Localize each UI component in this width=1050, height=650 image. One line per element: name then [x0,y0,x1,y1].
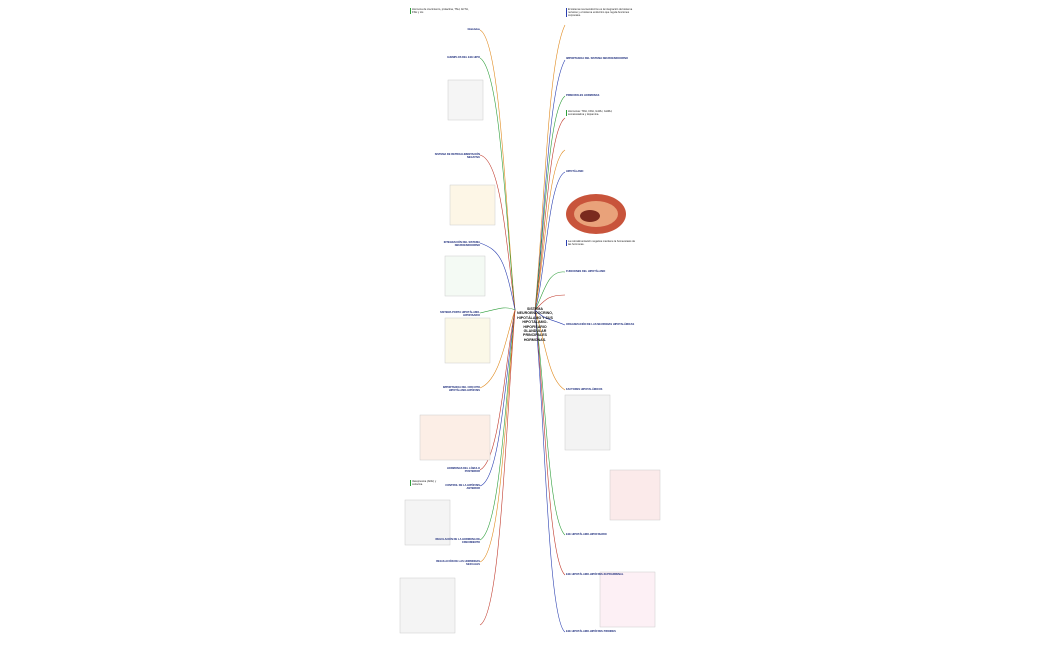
node-main-hormones[interactable]: PRINCIPALES HORMONAS [566,94,600,97]
integration-diagram [444,255,486,297]
node-axis-examples[interactable]: EJEMPLOS DEL EJE HIPO [447,56,480,59]
node-axis[interactable]: EJE HIPOTÁLAMO-HIPOFISARIO [566,533,607,536]
node-growth-hormone[interactable]: REGULACIÓN DE LA HORMONA DE CRECIMIENTO [435,538,480,545]
node-anterior-control[interactable]: CONTROL DE LA HIPÓFISIS ANTERIOR [445,484,480,491]
text-glands: Hormona de crecimiento, prolactina, TSH,… [410,8,472,15]
text-definition: El sistema neuroendocrino es la integrac… [566,8,638,18]
node-circuit-importance[interactable]: IMPORTANCIA DEL CIRCUITO HIPOTÁLAMO-HIPÓ… [442,386,480,393]
text-hormones: Hormonas: TRH, CRH, GnRH, GHRH, somatost… [566,110,618,117]
node-posterior-lobe[interactable]: HORMONAS DEL LÓBULO POSTERIOR [447,467,480,474]
text-feedback: La retroalimentación negativa mantiene l… [566,240,638,247]
feedback-diagram [449,184,496,226]
gland-figure [447,79,484,121]
node-glands[interactable]: Glándulas [467,28,480,31]
node-hypothalamus-functions[interactable]: FUNCIONES DEL HIPOTÁLAMO [566,270,606,273]
node-adrenal-axis[interactable]: EJE HIPOTÁLAMO-HIPÓFISIS-SUPRARRENAL [566,573,624,576]
node-hypothalamus[interactable]: HIPOTÁLAMO [566,170,584,173]
pituitary-diagram [419,414,491,461]
thyroid-axis-diagram [599,571,656,628]
node-neuron-organization[interactable]: ORGANIZACIÓN DE LAS NEURONAS HIPOTALÁMIC… [566,323,635,326]
sex-hormone-diagram [399,577,456,634]
node-integration[interactable]: INTEGRACIÓN DEL SISTEMA NEUROENDOCRINO [443,241,480,248]
node-negative-feedback[interactable]: SISTEMA DE RETROALIMENTACIÓN NEGATIVA [434,153,480,160]
central-topic: SISTEMA NEUROENDOCRINO, HIPOTÁLAMO Y SUS… [517,307,553,342]
node-thyroid-axis[interactable]: EJE HIPOTÁLAMO-HIPÓFISIS-TIROIDES [566,630,616,633]
portal-system-diagram [444,317,491,364]
growth-hormone-diagram [404,499,451,546]
brain-illustration [566,194,626,234]
node-portal-system[interactable]: SISTEMA PORTA HIPOTÁLAMO-HIPOFISARIO [440,311,480,318]
adrenal-axis-diagram [609,469,661,521]
node-hypothalamic-factors[interactable]: FACTORES HIPOTALÁMICOS [566,388,603,391]
node-sex-hormones[interactable]: REGULACIÓN DE LAS HORMONAS SEXUALES [436,560,480,567]
branch-lines [479,24,566,633]
node-importance[interactable]: IMPORTANCIA DEL SISTEMA NEUROENDOCRINO [566,57,628,60]
text-posterior: Vasopresina (ADH) y oxitocina. [410,480,440,487]
hypothalamus-diagram [564,394,611,451]
